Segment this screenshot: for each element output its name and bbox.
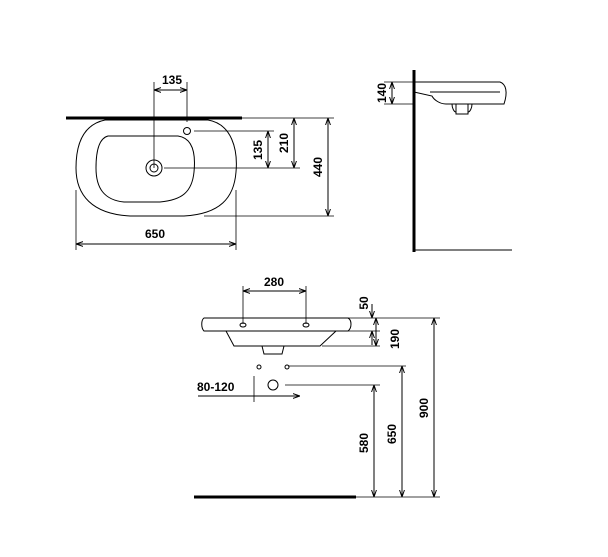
outlet-circle [267, 379, 279, 391]
drain-side [455, 104, 469, 115]
dim-drain-offset: 135 [251, 140, 265, 160]
basin-front-body [225, 330, 337, 347]
supply-dot-right [284, 364, 290, 370]
dim-tap-spacing-top: 135 [162, 73, 182, 87]
dim-rim: 50 [357, 296, 371, 310]
dim-rim-height: 140 [375, 83, 389, 103]
dim-basin-height: 190 [388, 329, 402, 349]
dim-install-height: 900 [417, 398, 431, 418]
dim-drain-height: 650 [385, 424, 399, 444]
dim-depth: 440 [311, 157, 325, 177]
dim-tap-spacing-front: 280 [264, 275, 284, 289]
dim-trap-height: 580 [357, 433, 371, 453]
side-view: 140 [375, 70, 512, 252]
basin-side-profile [413, 81, 507, 105]
tap-hole [183, 127, 191, 135]
dim-tap-offset: 210 [277, 133, 291, 153]
dim-trap-range: 80-120 [197, 380, 235, 394]
top-view: 135 650 135 210 440 [66, 73, 334, 250]
trap-front [261, 345, 285, 355]
basin-bowl [95, 135, 195, 203]
basin-outline [75, 119, 237, 217]
dim-width: 650 [145, 227, 165, 241]
supply-dot-left [256, 364, 262, 370]
basin-front-rim [201, 317, 352, 332]
front-view: 280 50 190 80-120 580 650 900 [194, 275, 440, 499]
